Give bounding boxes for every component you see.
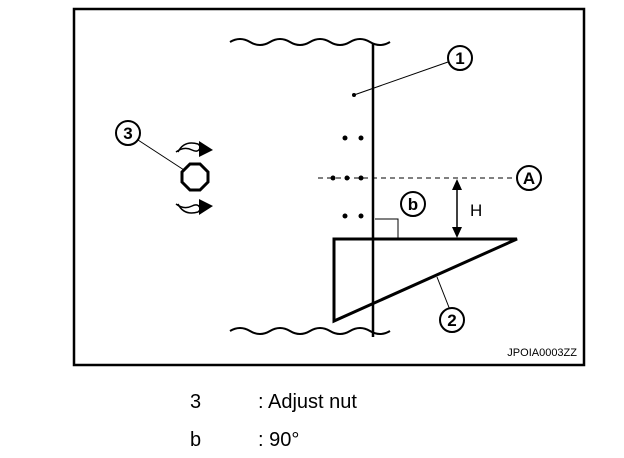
- callout-b-label: b: [408, 195, 418, 214]
- legend-key: b: [190, 429, 202, 451]
- height-dimension-arrow: [452, 179, 462, 238]
- leader-line-1: [353, 61, 449, 96]
- rotate-counterclockwise-arrow: [175, 199, 213, 215]
- callout-a-label: A: [523, 169, 535, 188]
- legend-key: 3: [190, 391, 202, 413]
- wave-line-top: [229, 38, 391, 46]
- legend-description: : Adjust nut: [258, 391, 357, 413]
- diagram-border: [72, 7, 586, 367]
- callout-3-label: 3: [123, 124, 132, 143]
- adjust-nut-octagon: [180, 162, 210, 192]
- callout-b-circle: [400, 191, 426, 217]
- callout-2-label: 2: [447, 311, 456, 330]
- legend-description: : 90°: [258, 429, 300, 451]
- float-triangle: [332, 237, 518, 324]
- callout-1-label: 1: [455, 49, 464, 68]
- wave-line-bottom: [229, 327, 391, 335]
- callout-3-circle: [115, 120, 141, 146]
- leader-line-3: [137, 139, 185, 171]
- callout-a-circle: [516, 165, 542, 191]
- image-code: JPOIA0003ZZ: [507, 347, 577, 359]
- adjustment-diagram: 1 A H b 2 3 JPOIA0003ZZ: [72, 7, 586, 367]
- leader-line-2: [436, 276, 451, 311]
- callout-1-circle: [447, 45, 473, 71]
- callout-2-circle: [439, 307, 465, 333]
- right-angle-mark: [375, 218, 399, 238]
- dot-markers: [330, 93, 364, 219]
- dimension-h-label: H: [470, 201, 482, 220]
- rotate-clockwise-arrow: [175, 141, 213, 157]
